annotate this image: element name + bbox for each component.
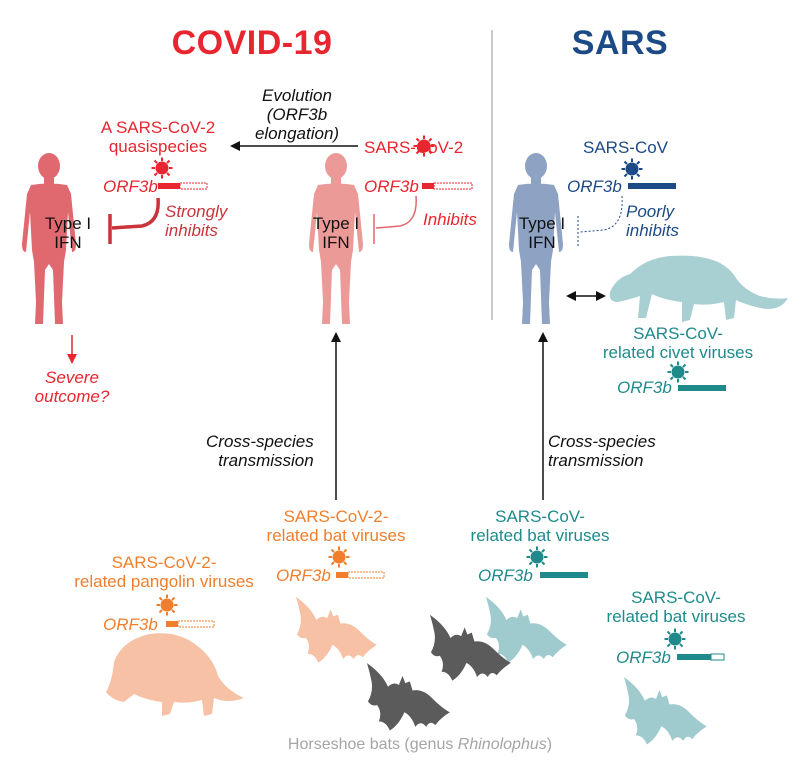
orf3b-label-bat-sars-b: ORF3b <box>616 648 671 667</box>
sars-cov-2-label: SARS-CoV-2 <box>364 138 464 157</box>
horseshoe-bats-caption: Horseshoe bats (genus Rhinolophus) <box>287 736 553 753</box>
orf3b-label-pangolin: ORF3b <box>103 615 158 634</box>
bat-sars-b-virus-icon <box>663 627 687 651</box>
ifn-label-sars: Type I IFN <box>518 214 566 253</box>
quasispecies-virus-icon <box>150 156 174 180</box>
covid-title: COVID-19 <box>171 24 333 62</box>
pangolin-icon <box>106 633 244 716</box>
sars-title: SARS <box>571 24 669 62</box>
quasispecies-label: A SARS-CoV-2 quasispecies <box>100 118 216 157</box>
strong-inhibition-curve <box>111 197 160 230</box>
orf3b-label-bat-sars2: ORF3b <box>276 566 331 585</box>
ifn-label-sars2: Type I IFN <box>312 214 360 253</box>
civet-icon <box>609 255 788 322</box>
severe-outcome-label: Severe outcome? <box>34 368 110 407</box>
bat-sars-b-label: SARS-CoV- related bat viruses <box>606 588 746 627</box>
sars-virus-icon <box>620 157 644 181</box>
orf3b-bar-sars2 <box>422 182 473 190</box>
bat-sars-b-icon <box>624 677 707 745</box>
evolution-label: Evolution (ORF3b elongation) <box>254 86 340 144</box>
orf3b-bar-pangolin <box>166 620 215 628</box>
cross-species-label-right: Cross-species transmission <box>548 432 656 471</box>
orf3b-bar-quasispecies <box>158 182 208 190</box>
orf3b-bar-civet <box>678 385 726 391</box>
poor-inhibition-curve <box>579 195 623 233</box>
orf3b-label-sars2: ORF3b <box>364 177 419 196</box>
bat-sars-virus-icon <box>525 545 549 569</box>
orf3b-bar-bat-sars-b <box>677 653 725 661</box>
poorly-inhibits-label: Poorly inhibits <box>626 202 679 241</box>
bat-sars2-virus-icon <box>327 545 351 569</box>
bat-sars-label: SARS-CoV- related bat viruses <box>470 507 610 546</box>
orf3b-bar-bat-sars <box>540 572 588 578</box>
pangolin-virus-icon <box>155 593 179 617</box>
orf3b-bar-sars <box>628 183 676 189</box>
orf3b-label-bat-sars: ORF3b <box>478 566 533 585</box>
orf3b-label-sars: ORF3b <box>567 177 622 196</box>
civet-virus-label: SARS-CoV- related civet viruses <box>602 324 754 363</box>
sars-cov-label: SARS-CoV <box>583 138 669 157</box>
pangolin-label: SARS-CoV-2- related pangolin viruses <box>74 553 254 592</box>
inhibits-label: Inhibits <box>423 210 477 229</box>
inhibition-curve <box>375 195 417 229</box>
horseshoe-bat-icon-2 <box>367 663 450 731</box>
bat-sars-icon <box>486 596 567 663</box>
bat-sars2-icon <box>296 596 377 663</box>
orf3b-label-quasispecies: ORF3b <box>103 177 158 196</box>
cross-species-label-left: Cross-species transmission <box>206 432 314 471</box>
orf3b-bar-bat-sars2 <box>336 571 385 579</box>
orf3b-label-civet: ORF3b <box>617 378 672 397</box>
strongly-inhibits-label: Strongly inhibits <box>165 202 228 241</box>
ifn-label-covid: Type I IFN <box>44 214 92 253</box>
bat-sars2-label: SARS-CoV-2- related bat viruses <box>266 507 406 546</box>
